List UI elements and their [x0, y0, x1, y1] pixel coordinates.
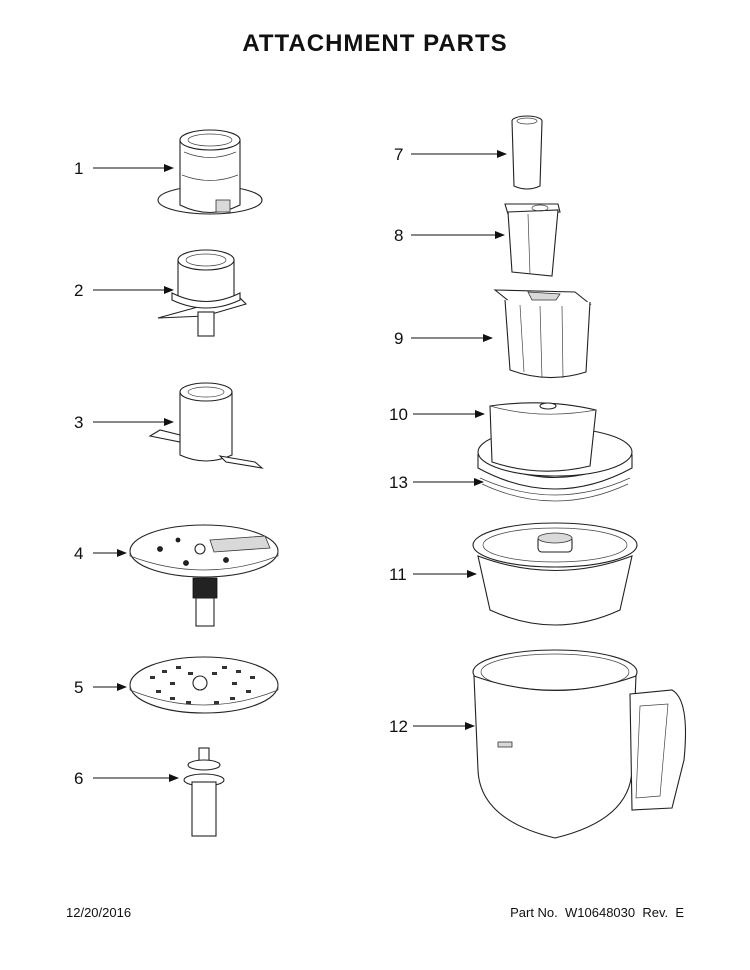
svg-text:1: 1	[74, 159, 83, 178]
svg-text:7: 7	[394, 145, 403, 164]
svg-text:5: 5	[74, 678, 83, 697]
part-10-drawing	[477, 402, 633, 490]
part-5-drawing	[129, 656, 279, 714]
part-13-drawing	[479, 477, 631, 502]
part-1-drawing	[157, 129, 263, 215]
svg-text:2: 2	[74, 281, 83, 300]
svg-text:4: 4	[74, 544, 83, 563]
svg-text:12: 12	[389, 717, 408, 736]
part-11-drawing	[472, 522, 638, 626]
svg-text:13: 13	[389, 473, 408, 492]
callout-12: 12	[389, 717, 475, 736]
svg-text:11: 11	[389, 565, 407, 584]
footer-date: 12/20/2016	[66, 905, 132, 920]
callout-10: 10	[389, 405, 485, 424]
page-title: ATTACHMENT PARTS	[242, 30, 508, 57]
part-9-drawing	[493, 289, 592, 379]
callout-11: 11	[389, 565, 477, 584]
callout-1: 1	[74, 159, 174, 178]
callout-9: 9	[394, 329, 493, 348]
callout-13: 13	[389, 473, 484, 492]
callout-8: 8	[394, 226, 505, 245]
part-12-drawing	[472, 649, 687, 839]
part-2-drawing	[157, 249, 248, 337]
part-8-drawing	[504, 203, 561, 277]
callout-7: 7	[394, 145, 507, 164]
part-4-drawing	[129, 524, 279, 627]
footer-part-number: Part No. W10648030 Rev. E	[510, 905, 684, 920]
part-3-drawing	[148, 382, 264, 469]
callout-3: 3	[74, 413, 174, 432]
svg-text:8: 8	[394, 226, 403, 245]
part-7-drawing	[511, 115, 543, 190]
svg-text:10: 10	[389, 405, 408, 424]
svg-text:9: 9	[394, 329, 403, 348]
callout-6: 6	[74, 769, 179, 788]
callout-2: 2	[74, 281, 174, 300]
callout-4: 4	[74, 544, 127, 563]
part-6-drawing	[183, 747, 225, 837]
callout-5: 5	[74, 678, 127, 697]
svg-text:3: 3	[74, 413, 83, 432]
svg-text:6: 6	[74, 769, 83, 788]
